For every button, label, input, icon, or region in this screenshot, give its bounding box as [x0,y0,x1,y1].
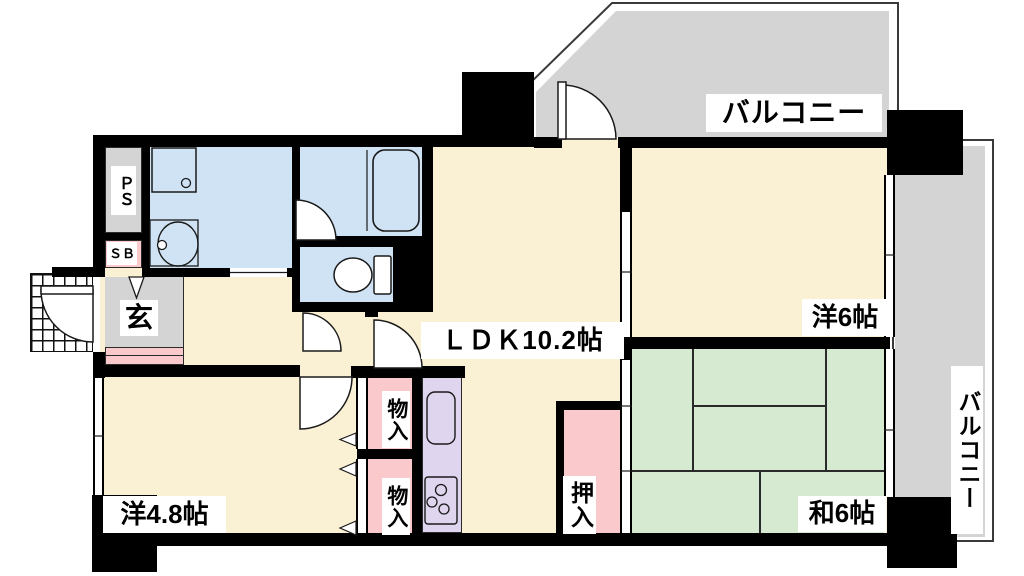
wall-rooms-divider [620,337,890,349]
wall-balcony-front-b [618,137,889,148]
label-balcony-right: バルコニー [951,366,983,534]
toilet-door-swing [302,312,342,352]
genkan-step-1 [105,347,184,356]
storage-2-front [356,459,368,533]
pillar-top [462,72,534,147]
wall-toilet-right-chunk [393,236,433,312]
kitchen-sink [426,391,456,445]
label-oshiire: 押入 [563,476,596,534]
wall-washroom-bottom-l [142,268,230,277]
tatami-line [632,470,884,472]
label-balcony-top: バルコニー [706,94,882,132]
label-ldk: ＬＤＫ10.2帖 [421,322,624,359]
label-shoe-box: ＳＢ [107,242,137,265]
bathtub [372,149,420,232]
entrance-door-swing [40,289,94,343]
closet-door-mark [338,520,357,536]
tatami-line [759,470,761,533]
balcony-door-leaf [557,81,567,140]
tatami-line [693,405,826,407]
toilet-bowl [333,257,373,293]
washbasin-faucet [156,239,168,251]
bathroom-door-swing [295,199,337,241]
wall-oshiire-top [556,401,622,410]
wall-toilet-left [292,247,300,312]
tatami-line [692,349,694,472]
sliding-door-ldk-west6 [620,212,632,337]
wall-hall-ldk-upper [365,302,378,317]
pillar-bottom-right [887,497,957,568]
wall-ps-right [142,135,150,277]
wall-entry-stub [52,267,93,277]
wall-left-upper [93,135,105,277]
window-east-upper [884,175,895,337]
stove-burner [426,496,438,508]
wall-bottom [92,533,890,546]
stove-burner [434,483,448,497]
kitchen-stove [424,476,458,525]
wall-partition-mid [620,349,632,360]
washer-drain [180,177,192,189]
west48-door-swing [299,376,353,430]
genkan-step-2 [105,356,184,365]
washroom-floor [150,143,292,268]
label-genkan: 玄 [120,300,158,336]
washer-pan [151,147,197,193]
storage-1-front [356,378,368,449]
wall-bathroom-right [422,142,433,236]
label-western-4-8: 洋4.8帖 [103,496,226,533]
label-storage-2: 物入 [382,478,410,535]
wall-storage-top [351,366,465,378]
wall-storage-divider [357,449,412,459]
toilet-tank [373,255,392,295]
wall-top [93,135,463,147]
window-east-lower [884,349,895,497]
label-storage-1: 物入 [382,391,410,448]
label-japanese-6: 和6帖 [798,496,886,532]
label-pipe-space: ＰＳ [111,166,136,215]
label-western-6: 洋6帖 [802,299,888,336]
pillar-top-right [887,110,963,175]
tatami-line [825,349,827,472]
wall-hall-bottom [93,365,300,377]
balcony-door-swing [561,84,617,140]
entrance-door-leaf [40,285,94,295]
wall-oshiire-left [556,410,564,533]
stove-burner [438,503,450,515]
wall-storage-kitchen [412,366,422,533]
closet-door-mark [338,461,357,477]
wall-balcony-front-a [534,137,562,148]
sliding-door-ldk-tatami [620,360,632,533]
wall-toilet-bottom [292,302,397,312]
wall-bathroom-bottom [292,236,433,247]
wall-partition-upper [620,145,632,212]
wall-ps-bottom [105,233,142,240]
ldk-door-swing [373,319,423,369]
genkan-step-marker [128,276,145,300]
closet-door-mark [338,432,357,447]
